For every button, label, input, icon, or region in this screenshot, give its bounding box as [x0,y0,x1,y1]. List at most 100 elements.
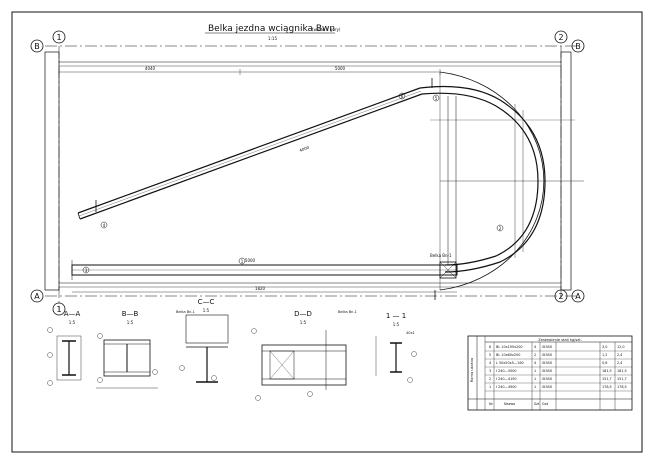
svg-text:0,6: 0,6 [602,361,607,365]
svg-text:St3SX: St3SX [542,353,553,357]
section-1-1: 1 — 1 1:5 40x1 [375,312,417,383]
svg-text:A: A [575,292,581,301]
svg-text:St3SX: St3SX [542,369,553,373]
dimension-chain-top: 4040 5000 [58,66,441,75]
svg-text:2,4: 2,4 [617,361,622,365]
svg-text:1820: 1820 [255,286,266,291]
svg-text:St3SX: St3SX [542,377,553,381]
svg-text:2: 2 [534,353,536,357]
svg-text:I 240—4900: I 240—4900 [496,385,517,389]
table-side-label: Rama ukośna [470,358,474,382]
drawing-title: Belka jezdna wciągnika Bwn [208,24,335,34]
svg-text:St3SX: St3SX [542,345,553,349]
svg-text:40x1: 40x1 [406,331,415,335]
svg-text:3: 3 [85,268,88,273]
marker-4: 4 [100,221,108,229]
table-rows: 6 BL 10x195x200 4 St3SX 3,0 12,0 5 BL 10… [489,345,627,406]
svg-text:L 50x50x5—160: L 50x50x5—160 [496,361,524,365]
label-belka: Belka Bn-1 [430,253,452,258]
svg-text:2: 2 [558,33,563,42]
svg-text:12,0: 12,0 [617,345,625,349]
svg-text:4: 4 [489,361,491,365]
horizontal-beam [71,260,458,280]
svg-text:1,2: 1,2 [602,353,607,357]
svg-text:4: 4 [534,361,536,365]
svg-text:I 240—4190: I 240—4190 [496,377,517,381]
svg-text:Gat: Gat [542,402,549,406]
svg-text:Szt: Szt [534,402,540,406]
curved-beam-outer [419,85,546,273]
section-bb: B—B 1:5 [96,310,158,389]
svg-text:1: 1 [534,369,536,373]
svg-text:2: 2 [489,377,491,381]
table-header: Zestawienie stali kg/szt. [538,338,581,342]
svg-text:178,5: 178,5 [602,385,612,389]
main-scale: 1:15 [268,36,277,41]
svg-text:D—D: D—D [294,310,312,318]
sheet-frame [11,11,643,453]
axis-bubble-1-bottom: 1 [52,302,66,316]
svg-text:St3SX: St3SX [542,361,553,365]
svg-text:5: 5 [489,353,491,357]
marker-1: 1 [238,257,246,265]
svg-text:1: 1 [56,305,61,314]
curved-beam-inner [421,92,539,266]
svg-text:3: 3 [489,369,491,373]
svg-text:BL 10x195x200: BL 10x195x200 [496,345,523,349]
svg-text:178,5: 178,5 [617,385,627,389]
inclined-beam [77,87,423,220]
section-cut-markers [95,78,436,300]
svg-text:I 240—5000: I 240—5000 [496,369,517,373]
axis-bubble-b-right: B [571,39,585,53]
svg-text:1:5: 1:5 [203,308,210,313]
svg-text:1 — 1: 1 — 1 [386,312,406,320]
svg-text:Nazwa: Nazwa [504,402,515,406]
marker-6: 6 [398,92,406,100]
svg-text:A—A: A—A [64,310,81,318]
svg-text:B: B [575,42,581,51]
svg-text:3,0: 3,0 [602,345,607,349]
dimension-bottom: 1820 [72,286,457,293]
svg-text:1:5: 1:5 [300,320,307,325]
svg-text:5000: 5000 [335,66,346,71]
axis-bubble-a-right: A [571,289,585,303]
axis-bubble-2-top: 2 [554,30,568,44]
steel-schedule-table [467,335,633,411]
section-aa: A—A 1:5 [47,310,82,386]
svg-text:2,4: 2,4 [617,353,622,357]
svg-text:Belka Bn-1: Belka Bn-1 [176,310,195,314]
drawing-title-note: (widok z góry) [312,27,341,32]
label-horizontal-beam: 5000 [245,258,256,263]
svg-text:A: A [34,292,40,301]
svg-text:5: 5 [435,96,438,101]
svg-text:1: 1 [534,385,536,389]
svg-text:B: B [34,42,40,51]
svg-text:181,5: 181,5 [602,369,612,373]
svg-text:4: 4 [103,223,106,228]
vertical-supports [447,96,524,265]
svg-text:181,5: 181,5 [617,369,627,373]
axis-bubble-a-left: A [30,289,44,303]
svg-text:4: 4 [534,345,536,349]
building-walls [44,51,572,291]
svg-text:6: 6 [489,345,491,349]
axis-bubble-b-left: B [30,39,44,53]
svg-text:1:5: 1:5 [393,322,400,327]
marker-5: 5 [432,94,440,102]
svg-text:C—C: C—C [198,298,215,306]
svg-text:St3SX: St3SX [542,385,553,389]
svg-text:151,7: 151,7 [617,377,627,381]
svg-text:BL 10x60x200: BL 10x60x200 [496,353,520,357]
axis-bubble-1-top: 1 [52,30,66,44]
svg-text:Nr: Nr [489,402,494,406]
svg-text:Belka Bn-1: Belka Bn-1 [338,310,357,314]
label-inclined-beam: 4000 [299,145,311,153]
svg-text:6: 6 [401,94,404,99]
svg-text:1:5: 1:5 [69,320,76,325]
svg-text:2: 2 [499,226,502,231]
svg-text:B—B: B—B [122,310,139,318]
section-dd: D—D 1:5 Belka Bn-1 [251,310,357,401]
svg-text:1: 1 [489,385,491,389]
svg-text:4040: 4040 [145,66,156,71]
